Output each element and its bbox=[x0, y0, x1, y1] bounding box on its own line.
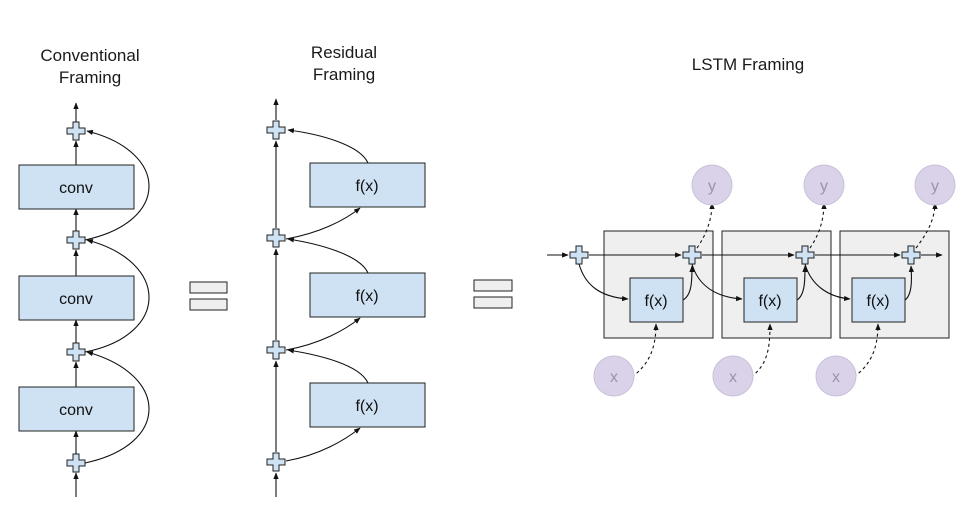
lstm-title: LSTM Framing bbox=[692, 55, 804, 74]
lstm-function-block bbox=[851, 277, 906, 323]
add-node-icon bbox=[66, 121, 86, 141]
conventional-title-line2: Framing bbox=[59, 68, 121, 87]
res-branch-out bbox=[287, 348, 369, 384]
lstm-branch-in bbox=[578, 263, 629, 302]
add-node-icon bbox=[66, 453, 86, 473]
lstm-output-arrow bbox=[696, 202, 715, 249]
lstm-input-arrow bbox=[853, 323, 881, 378]
residual-function-block bbox=[309, 382, 426, 428]
lstm-branch-out bbox=[682, 265, 695, 301]
res-branch-in bbox=[285, 207, 361, 240]
residual-block-label: f(x) bbox=[355, 178, 378, 195]
add-node-icon bbox=[266, 452, 286, 472]
lstm-output-arrow bbox=[915, 202, 938, 249]
res-branch-in bbox=[285, 317, 361, 351]
conv-block bbox=[18, 164, 135, 210]
lstm-block-label: f(x) bbox=[866, 293, 889, 310]
output-node-label: y bbox=[708, 178, 716, 195]
res-branch-out bbox=[287, 237, 369, 274]
conv-skip-connection bbox=[84, 129, 150, 241]
conv-skip-connection bbox=[84, 238, 150, 353]
lstm-function-block bbox=[743, 277, 798, 323]
conv-block bbox=[18, 275, 135, 321]
conv-block-label: conv bbox=[59, 180, 93, 197]
residual-block-label: f(x) bbox=[355, 288, 378, 305]
output-node bbox=[803, 164, 845, 206]
add-node-icon bbox=[66, 230, 86, 250]
residual-block-label: f(x) bbox=[355, 398, 378, 415]
input-node bbox=[712, 355, 754, 397]
input-node bbox=[593, 355, 635, 397]
conv-block-label: conv bbox=[59, 291, 93, 308]
lstm-block-label: f(x) bbox=[758, 293, 781, 310]
conv-block-label: conv bbox=[59, 402, 93, 419]
add-node-icon bbox=[569, 245, 589, 265]
equals-icon bbox=[473, 279, 513, 309]
input-node-label: x bbox=[610, 369, 618, 386]
input-node-label: x bbox=[729, 369, 737, 386]
add-node-icon bbox=[66, 342, 86, 362]
lstm-output-arrow bbox=[809, 202, 827, 249]
residual-title-line1: Residual bbox=[311, 43, 377, 62]
residual-panel: Residual Framing f(x) f(x) f(x) bbox=[266, 43, 426, 497]
lstm-block-label: f(x) bbox=[644, 293, 667, 310]
lstm-input-arrow bbox=[750, 323, 773, 378]
equals-icon bbox=[189, 281, 228, 311]
res-branch-in bbox=[285, 427, 361, 462]
residual-title-line2: Framing bbox=[313, 65, 375, 84]
output-node-label: y bbox=[820, 178, 828, 195]
lstm-branch-out bbox=[904, 265, 915, 301]
conventional-panel: Conventional Framing conv conv conv bbox=[18, 46, 150, 497]
residual-function-block bbox=[309, 162, 426, 208]
res-branch-out bbox=[287, 128, 369, 164]
lstm-input-arrow bbox=[631, 323, 659, 378]
conv-block bbox=[18, 386, 135, 432]
add-node-icon bbox=[266, 340, 286, 360]
input-node bbox=[815, 355, 857, 397]
output-node bbox=[691, 164, 733, 206]
input-node-label: x bbox=[832, 369, 840, 386]
conv-skip-connection bbox=[84, 351, 150, 464]
lstm-function-block bbox=[629, 277, 684, 323]
output-node-label: y bbox=[931, 178, 939, 195]
add-node-icon bbox=[266, 120, 286, 140]
lstm-panel: LSTM Framing f(x) f(x) f(x) bbox=[547, 55, 956, 397]
output-node bbox=[914, 164, 956, 206]
add-node-icon bbox=[266, 228, 286, 248]
conventional-title-line1: Conventional bbox=[40, 46, 139, 65]
lstm-branch-out bbox=[796, 265, 808, 301]
residual-function-block bbox=[309, 272, 426, 318]
